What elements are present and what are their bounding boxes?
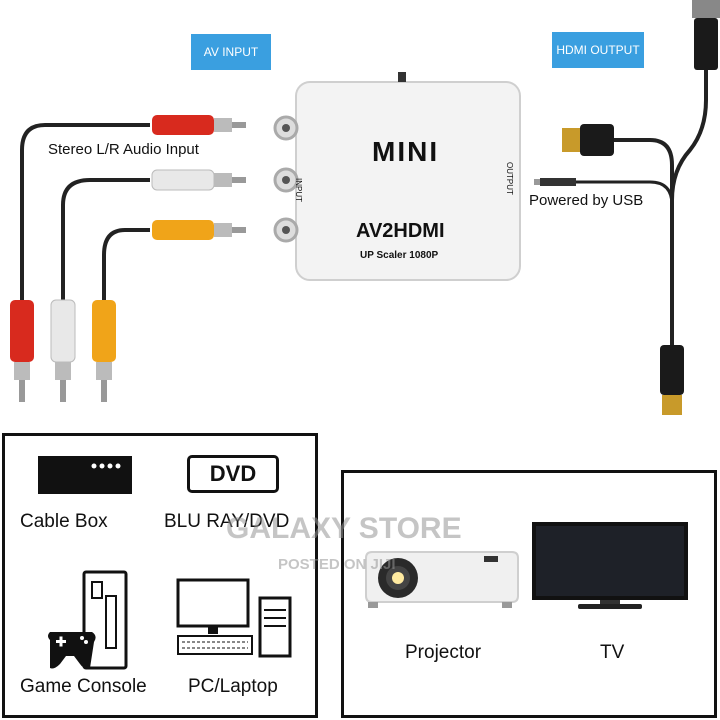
usb-power-label: Powered by USB — [529, 192, 644, 209]
converter-input-label: INPUT — [294, 178, 303, 202]
watermark-store: GALAXY STORE — [226, 512, 462, 545]
red-rca-plug-top — [152, 115, 246, 135]
converter-output-label: OUTPUT — [505, 162, 514, 195]
tv-icon — [532, 522, 688, 609]
projector-label: Projector — [405, 642, 482, 663]
watermark-posted: POSTED ON JIJI — [278, 556, 396, 573]
cable-box-icon — [38, 456, 132, 494]
red-rca-plug-bottom — [10, 300, 34, 402]
tv-label: TV — [600, 642, 625, 663]
projector-icon — [365, 551, 519, 608]
converter-brand: MINI — [372, 136, 440, 167]
cable-illustration — [10, 0, 720, 415]
av-input-tag: AV INPUT — [191, 34, 271, 70]
hdmi-plug-bottom — [660, 345, 684, 415]
source-devices-panel — [2, 433, 318, 718]
converter-subtitle: UP Scaler 1080P — [360, 250, 439, 261]
pc-laptop-label: PC/Laptop — [188, 676, 278, 697]
white-rca-plug-top — [151, 169, 246, 191]
yellow-rca-plug-bottom — [92, 300, 116, 402]
output-devices-panel — [341, 470, 717, 718]
yellow-rca-plug-top — [152, 220, 246, 240]
cable-box-label: Cable Box — [20, 511, 108, 532]
dvd-icon: DVD — [187, 455, 279, 493]
converter-model: AV2HDMI — [356, 220, 445, 242]
hdmi-output-tag: HDMI OUTPUT — [552, 32, 644, 68]
usb-power-jack — [534, 178, 576, 186]
game-console-label: Game Console — [20, 676, 147, 697]
converter-box — [273, 72, 521, 281]
hdmi-plug-top — [562, 124, 614, 156]
white-rca-plug-bottom — [50, 299, 76, 402]
usb-plug — [692, 0, 720, 70]
stereo-audio-label: Stereo L/R Audio Input — [48, 141, 199, 158]
pc-laptop-icon — [176, 578, 292, 658]
bluray-dvd-label: BLU RAY/DVD — [164, 511, 290, 532]
game-console-icon — [48, 570, 128, 670]
